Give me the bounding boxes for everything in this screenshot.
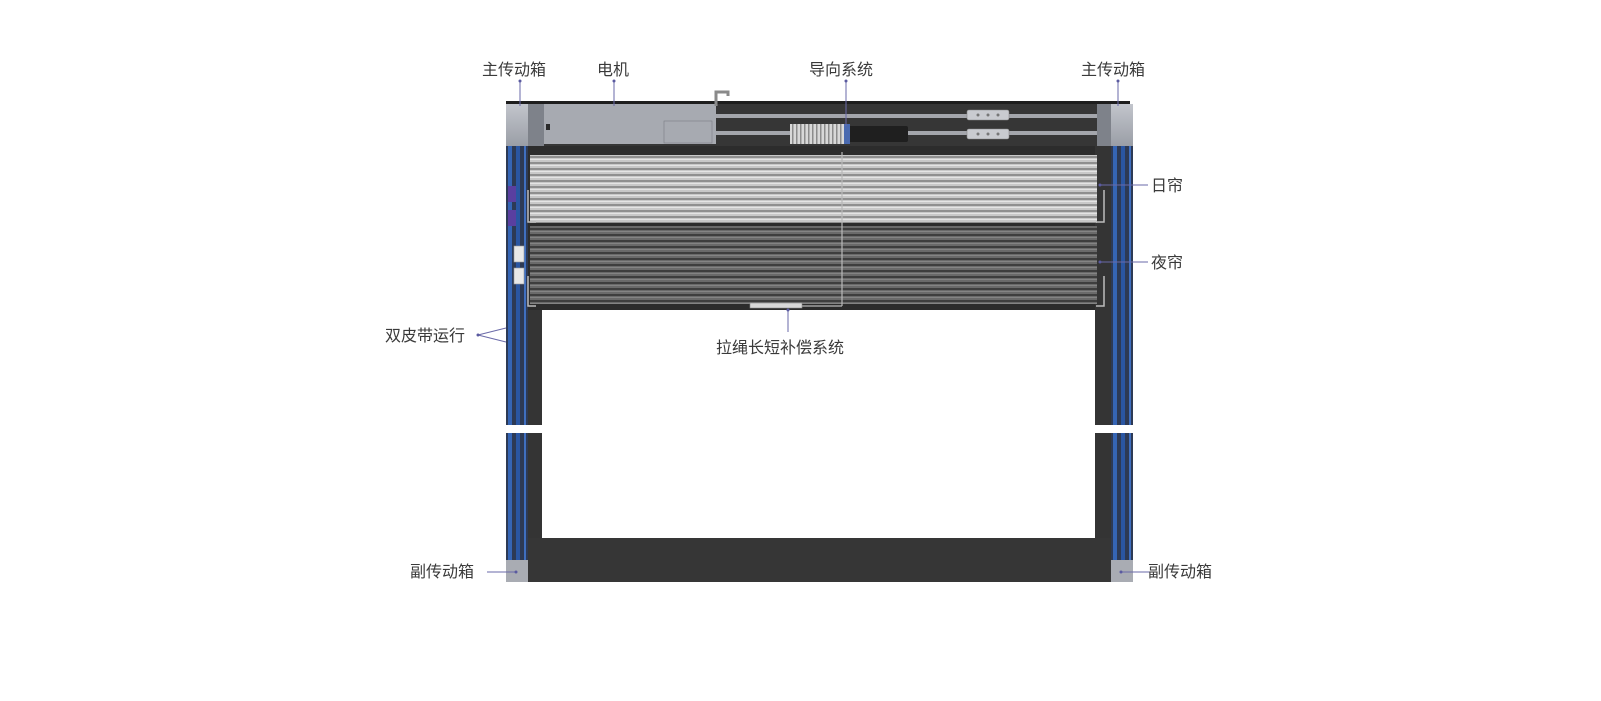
label-main-box-right: 主传动箱 (1081, 60, 1145, 79)
label-motor: 电机 (597, 60, 629, 79)
label-sub-box-left: 副传动箱 (410, 562, 474, 581)
label-sub-box-right: 副传动箱 (1148, 562, 1212, 581)
guide-rod-upper (716, 114, 1097, 118)
motor-shape (544, 104, 716, 144)
curtains (527, 146, 1105, 310)
labels: 主传动箱 电机 导向系统 主传动箱 日帘 夜帘 双皮带运行 拉绳长短补偿系统 副… (385, 60, 1212, 581)
label-day-curtain: 日帘 (1151, 176, 1183, 195)
cord-compensation-bar (749, 302, 803, 309)
leader-lines (476, 79, 1150, 574)
label-night-curtain: 夜帘 (1151, 253, 1183, 272)
label-cord-compensation: 拉绳长短补偿系统 (716, 338, 844, 357)
label-guide-system: 导向系统 (809, 60, 873, 79)
label-dual-belt: 双皮带运行 (385, 326, 465, 345)
day-curtain-fabric (530, 155, 1097, 223)
label-main-box-left: 主传动箱 (482, 60, 546, 79)
night-curtain-fabric (530, 226, 1097, 304)
guide-spring (790, 124, 848, 144)
bottom-rail (528, 538, 1111, 582)
